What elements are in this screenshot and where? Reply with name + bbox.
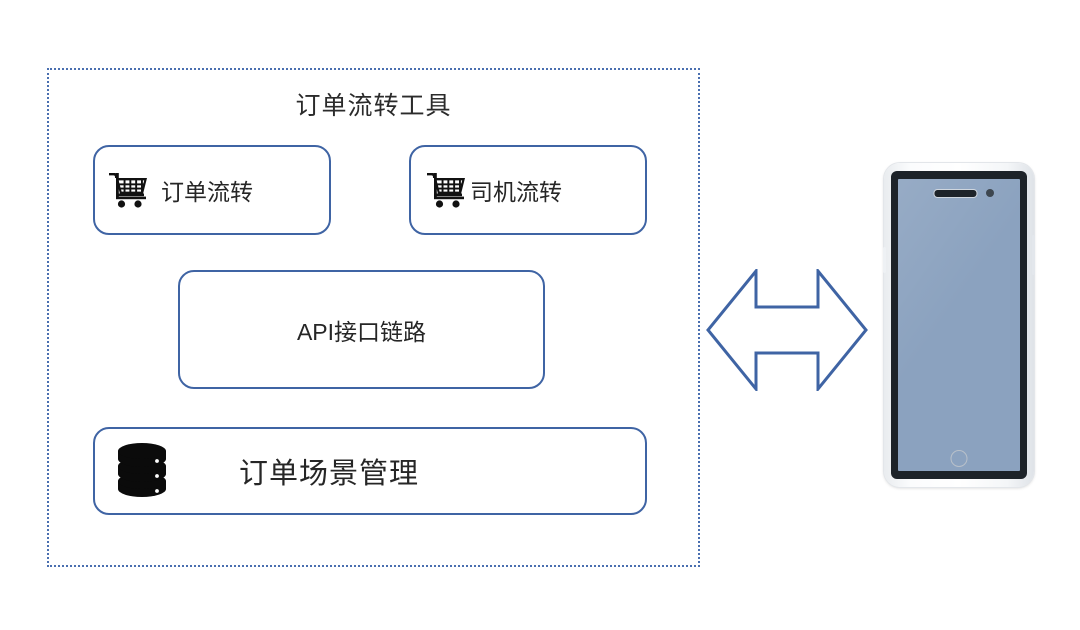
box-order-flow[interactable]: 订单流转 (93, 145, 331, 235)
smartphone-mockup (883, 163, 1035, 487)
phone-camera-icon (986, 189, 994, 197)
box-order-scene-label: 订单场景管理 (239, 458, 420, 490)
database-icon (113, 439, 171, 503)
shopping-cart-icon (425, 170, 469, 210)
box-order-scene[interactable]: 订单场景管理 (93, 427, 647, 515)
phone-bezel (891, 171, 1027, 479)
page-title: 订单流转工具 (295, 92, 452, 120)
box-driver-flow-label: 司机流转 (470, 179, 562, 205)
double-arrow-icon (706, 266, 868, 394)
phone-screen[interactable] (898, 179, 1020, 471)
phone-home-button[interactable] (950, 450, 968, 467)
tool-container: 订单流转工具 (47, 68, 700, 567)
phone-side-button[interactable] (1032, 235, 1035, 275)
box-driver-flow[interactable]: 司机流转 (409, 145, 647, 235)
shopping-cart-icon (107, 170, 151, 210)
box-api-chain[interactable]: API接口链路 (178, 270, 545, 389)
box-api-chain-label: API接口链路 (296, 318, 427, 345)
box-order-flow-label: 订单流转 (161, 179, 253, 205)
phone-frame (883, 163, 1035, 487)
phone-volume-button[interactable] (883, 247, 886, 273)
phone-speaker-icon (933, 189, 978, 198)
